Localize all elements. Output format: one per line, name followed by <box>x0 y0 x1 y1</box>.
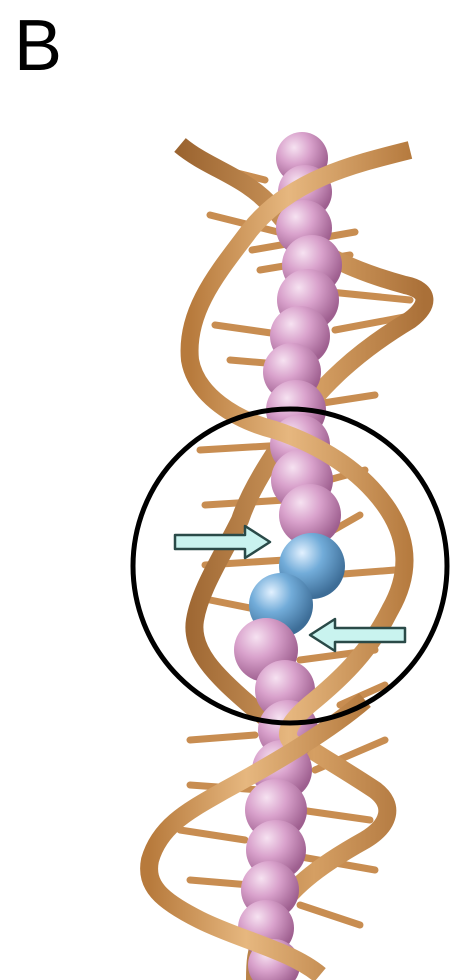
dna-helix-figure <box>0 0 466 980</box>
